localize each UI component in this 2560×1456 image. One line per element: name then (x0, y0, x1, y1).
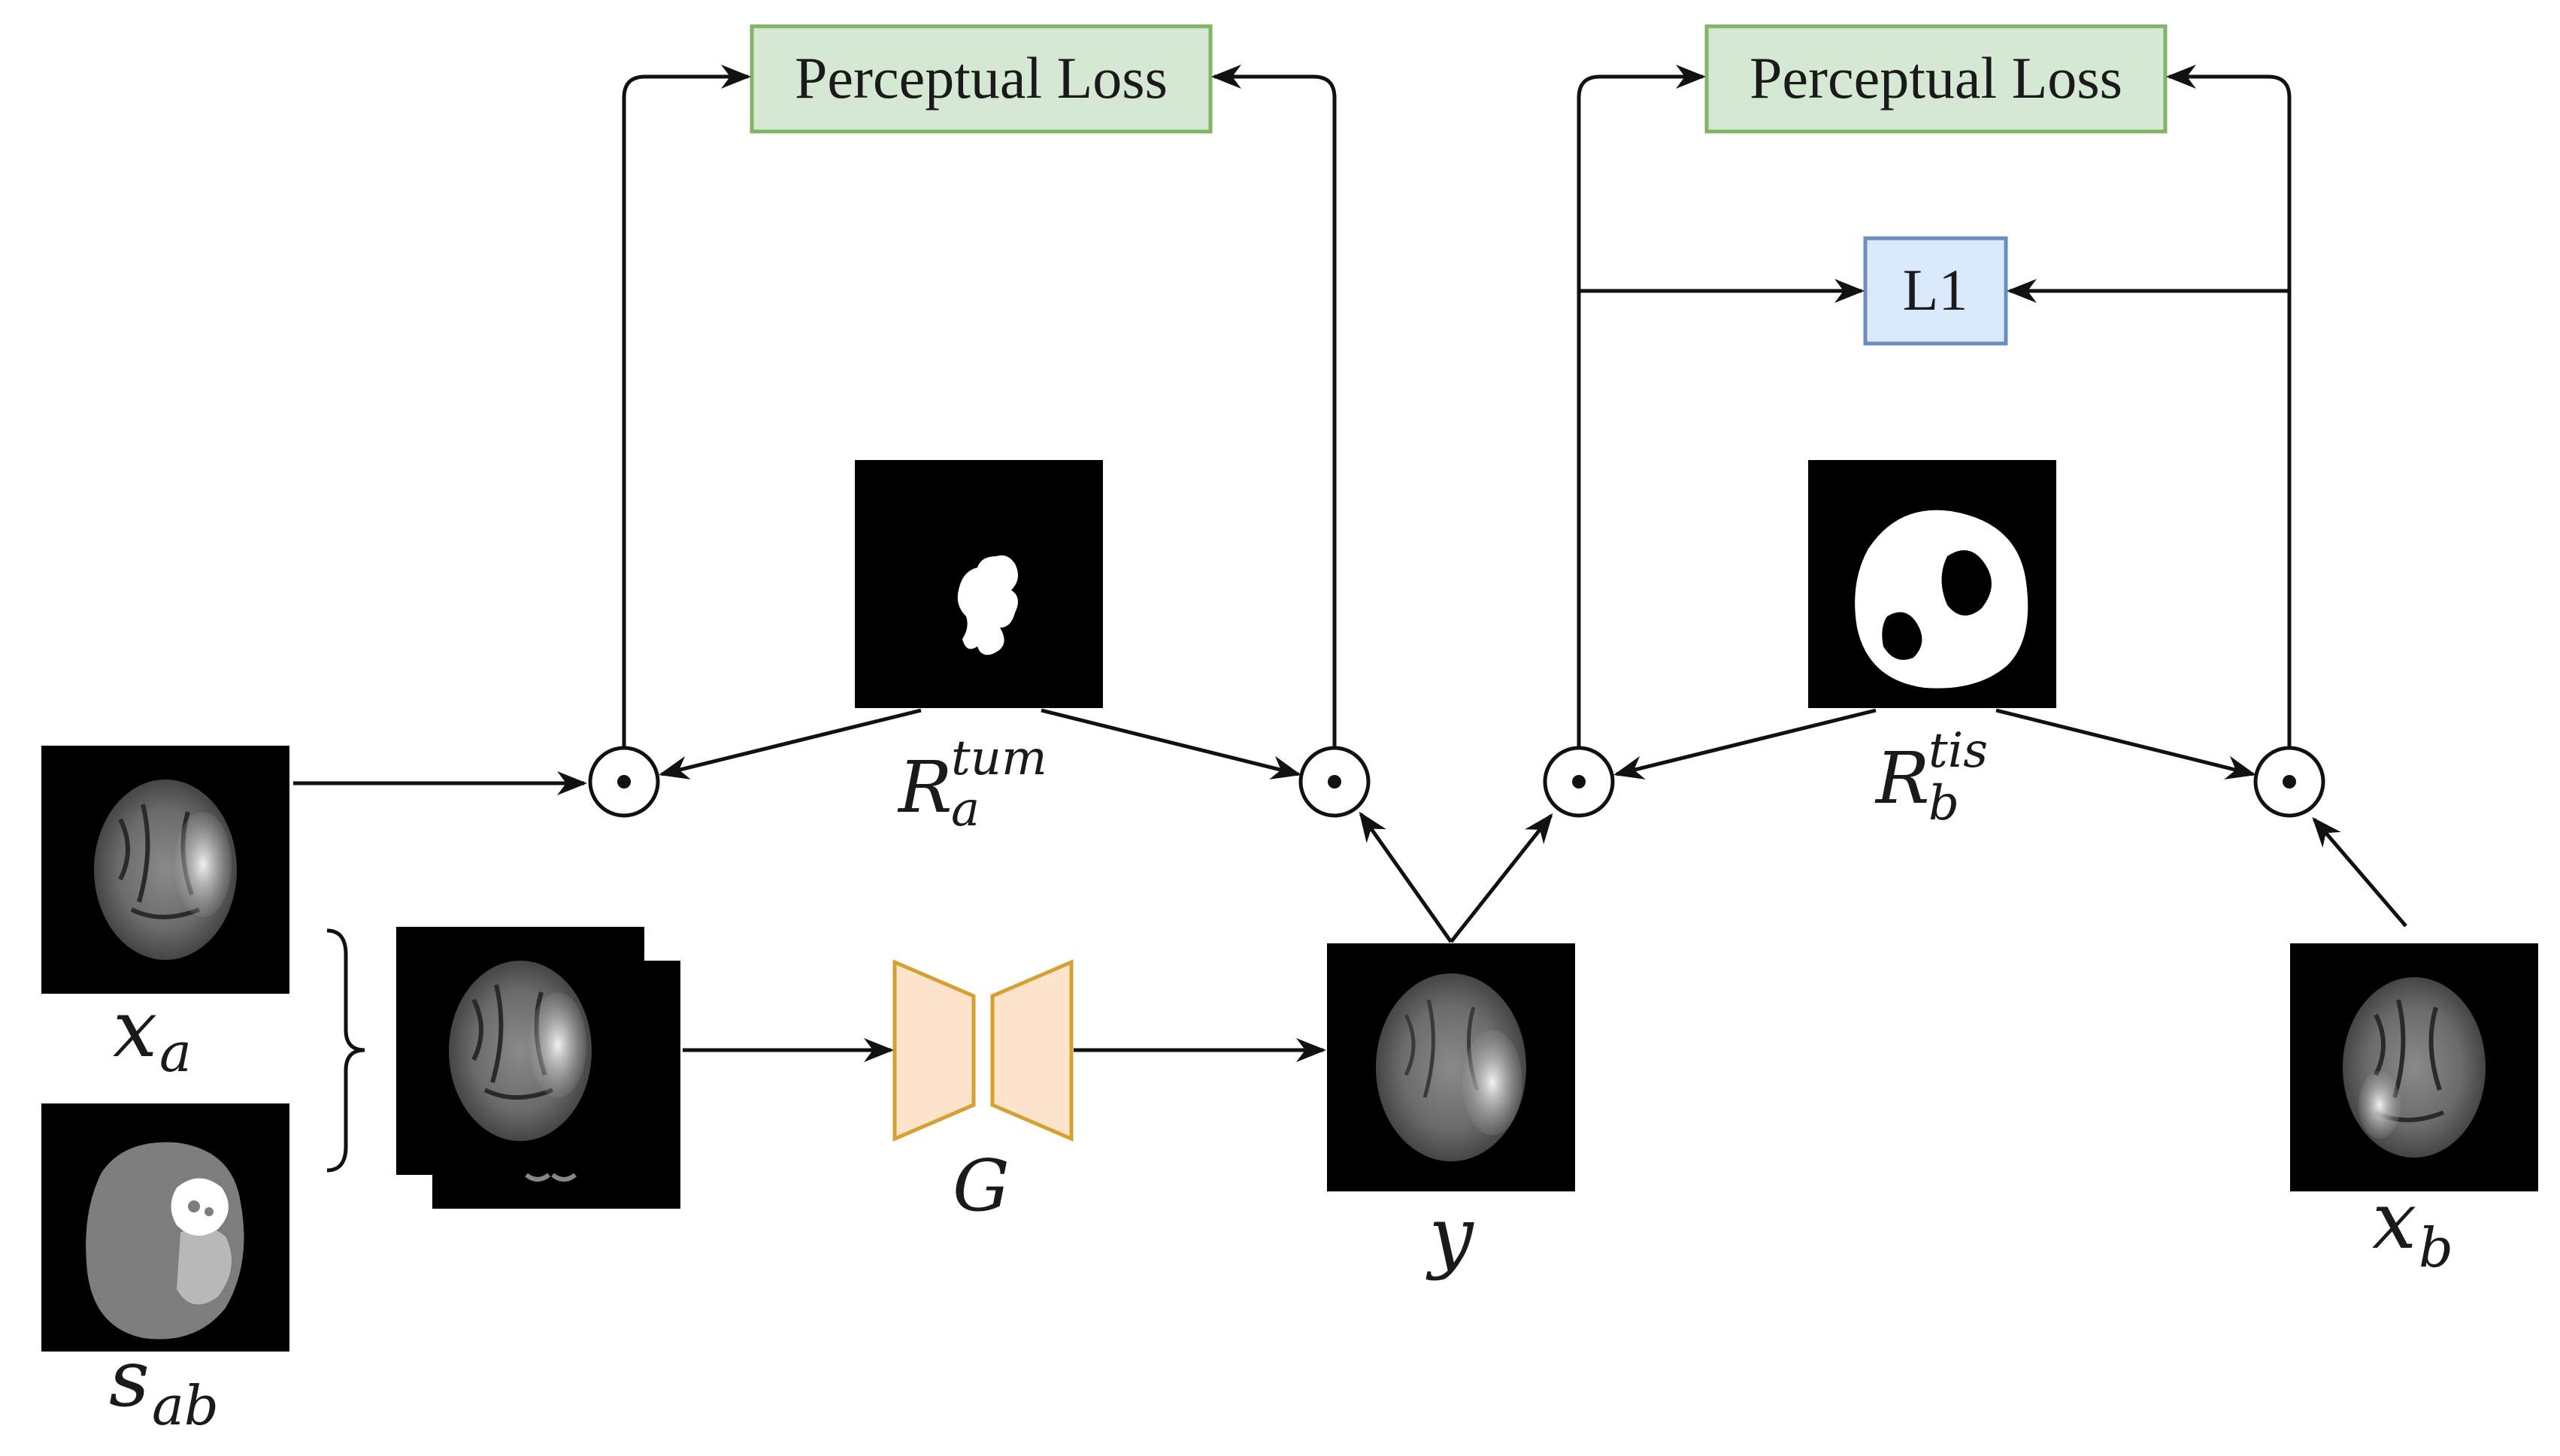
r-tis-sub: b (1928, 776, 1959, 831)
r-tis-label: R tis b (1874, 723, 1988, 831)
stacked-input-image (396, 927, 680, 1209)
x-a-sub: a (159, 1021, 192, 1084)
r-tum-sub: a (951, 782, 980, 837)
perceptual-loss-left-label: Perceptual Loss (795, 45, 1168, 110)
edges (293, 65, 2407, 1173)
s-ab-label: s ab (109, 1333, 219, 1437)
x-a-image (41, 746, 289, 994)
r-tis-base: R (1874, 737, 1930, 820)
perceptual-loss-right-label: Perceptual Loss (1750, 45, 2122, 110)
x-b-sub: b (2419, 1216, 2453, 1279)
r-tis-sup: tis (1928, 723, 1988, 779)
tissue-mask-image (1808, 460, 2056, 708)
perceptual-loss-left-box: Perceptual Loss (750, 24, 1213, 134)
s-ab-image (41, 1103, 289, 1352)
x-a-base: x (113, 983, 157, 1075)
circled-dot-icon (2253, 746, 2325, 818)
circled-dot-icon (588, 746, 660, 818)
x-a-label: x a (113, 983, 192, 1084)
tumor-mask-image (855, 460, 1103, 708)
r-tum-sup: tum (951, 731, 1047, 786)
s-ab-sub: ab (152, 1374, 219, 1437)
perceptual-loss-right-box: Perceptual Loss (1704, 24, 2168, 134)
generated-y-image (1327, 943, 1575, 1191)
x-b-base: x (2372, 1175, 2416, 1267)
r-tum-base: R (897, 746, 953, 829)
generator-icon (892, 959, 1074, 1142)
l1-loss-label: L1 (1903, 257, 1968, 322)
s-ab-base: s (109, 1333, 150, 1424)
generator-label: G (953, 1145, 1010, 1227)
l1-loss-box: L1 (1863, 236, 2008, 346)
r-tum-label: R tum a (897, 731, 1047, 837)
x-b-image (2290, 943, 2538, 1191)
x-b-label: x b (2372, 1175, 2453, 1279)
y-label: y (1425, 1190, 1474, 1282)
circled-dot-icon (1298, 746, 1371, 818)
circled-dot-icon (1543, 746, 1615, 818)
